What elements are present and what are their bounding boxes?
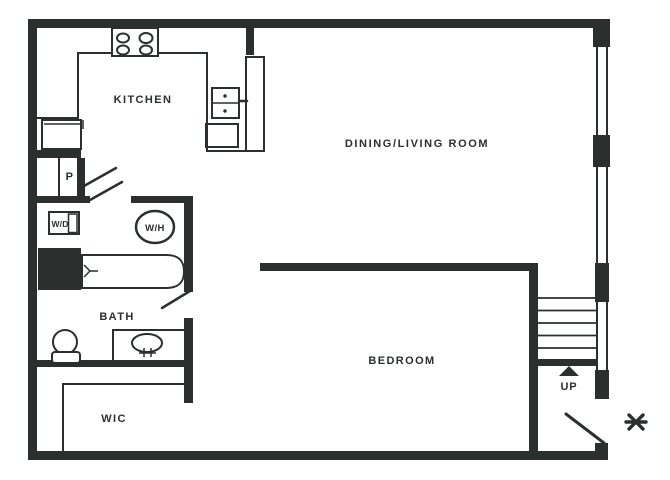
- bath-wall-bottom: [36, 360, 193, 367]
- toilet-icon: [51, 329, 81, 364]
- vanity-counter: [112, 329, 184, 360]
- window-post-3: [595, 370, 609, 399]
- wh-closet-wall-top: [131, 196, 193, 203]
- sink-drain-1: [223, 94, 227, 98]
- burner-2: [138, 32, 154, 44]
- up-label: UP: [561, 381, 578, 393]
- pantry-wall-bottom: [36, 196, 90, 203]
- water-heater-circle: [134, 209, 176, 245]
- stove-burners-icon: [111, 27, 159, 57]
- water-heater-icon: W/H: [134, 209, 176, 245]
- water-heater-label: W/H: [145, 223, 165, 234]
- burner-1: [116, 32, 130, 44]
- cabinet-box: [41, 119, 82, 150]
- kitchen: KITCHEN: [36, 27, 265, 152]
- asterisk-icon: [624, 413, 648, 431]
- corner-post-ne: [593, 19, 610, 47]
- kitchen-dining-wall-stub: [246, 28, 254, 55]
- bedroom-label: BEDROOM: [368, 355, 435, 367]
- bath-wall-right-upper: [184, 196, 193, 292]
- toilet-bowl: [52, 329, 78, 355]
- stair-treads: [538, 297, 596, 349]
- stairs: UP: [538, 297, 596, 393]
- outer-walls: [28, 19, 610, 460]
- double-basin-sink-icon: [211, 87, 249, 119]
- tub-head-wall: [38, 248, 81, 290]
- pantry-label: P: [66, 171, 75, 183]
- bathtub-icon: [81, 254, 186, 289]
- refrigerator: [245, 56, 265, 152]
- toilet-tank: [51, 351, 81, 364]
- bath-door-swing: [160, 289, 192, 310]
- kitchen-door-swing: [82, 166, 124, 202]
- stairs-base-wall: [538, 359, 596, 366]
- tub-outline: [81, 254, 186, 289]
- washer-dryer-box: [48, 211, 80, 235]
- window-post-1: [593, 135, 610, 167]
- wic-inner-lines: [62, 383, 184, 452]
- window-glazing: [596, 47, 608, 370]
- left-wall: [28, 19, 37, 460]
- dining-living: DINING/LIVING ROOM: [345, 138, 489, 150]
- up-arrow-icon: [559, 366, 579, 376]
- bedroom-wall-top: [260, 263, 538, 271]
- bottom-wall: [28, 451, 608, 460]
- top-wall: [28, 19, 598, 28]
- vanity-faucet: [139, 348, 156, 357]
- pantry-wall-right: [77, 158, 85, 196]
- entry-door-swing: [564, 412, 606, 445]
- corner-post-se: [595, 443, 608, 460]
- dining-living-label: DINING/LIVING ROOM: [345, 138, 489, 150]
- wic-label: WIC: [101, 413, 127, 425]
- window-wall: [593, 47, 610, 399]
- left-cabinet: [41, 119, 84, 150]
- burner-3: [116, 44, 130, 56]
- bath: BATH: [36, 248, 193, 403]
- washer-dryer-inner: [67, 213, 78, 234]
- tub-faucet: [83, 264, 98, 278]
- utility-area: W/D W/H: [48, 196, 193, 292]
- washer-dryer-icon: W/D: [48, 211, 80, 235]
- dishwasher: [205, 123, 239, 148]
- kitchen-label: KITCHEN: [114, 94, 173, 106]
- bedroom-wall-right: [529, 263, 538, 460]
- wic: WIC: [62, 383, 184, 452]
- burner-4: [139, 44, 153, 56]
- washer-dryer-label: W/D: [51, 219, 68, 229]
- cabinet-detail: [44, 120, 84, 129]
- vanity: [112, 329, 184, 360]
- sink-drain-2: [223, 109, 227, 113]
- pantry-closet: P: [36, 150, 124, 203]
- kitchen-counter-right: [158, 52, 246, 152]
- bath-label: BATH: [99, 311, 134, 323]
- kitchen-counter-left: [36, 52, 112, 119]
- oval-sink-icon: [131, 333, 163, 357]
- pantry-wall-top: [36, 150, 81, 158]
- bedroom: BEDROOM: [260, 263, 538, 460]
- entry: [564, 412, 648, 445]
- window-post-2: [595, 263, 609, 302]
- bath-wall-right-lower: [184, 318, 193, 403]
- vanity-sink: [131, 333, 163, 353]
